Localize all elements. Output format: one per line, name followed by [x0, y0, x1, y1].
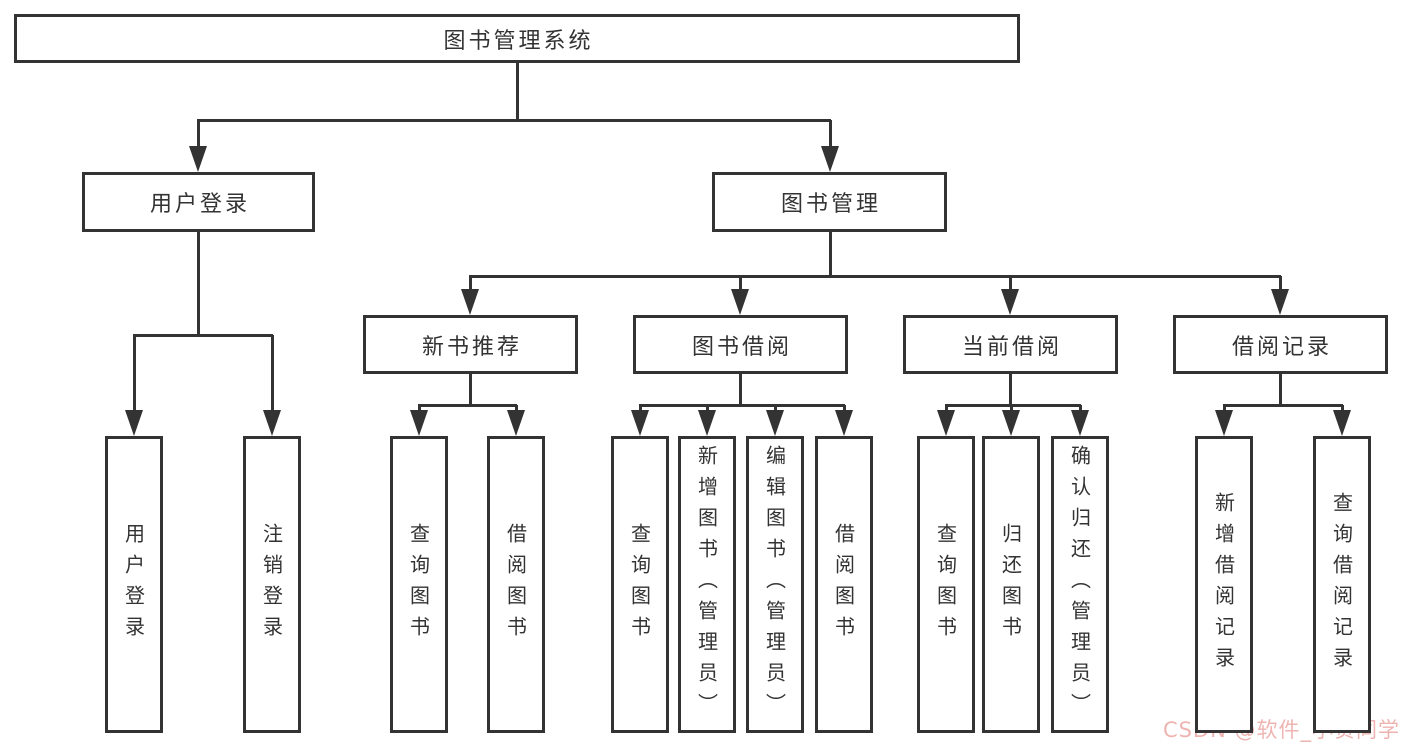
connector-line	[829, 120, 832, 150]
node-label: 注销登录	[259, 522, 284, 647]
node-label: 图书管理系统	[443, 28, 594, 54]
connector-line	[639, 405, 642, 414]
node-cb-query-book: 查询图书	[917, 436, 975, 733]
node-bb-edit-book: 编辑图书（管理员）	[746, 436, 804, 733]
node-cb-confirm-return: 确认归还（管理员）	[1051, 436, 1109, 733]
node-label: 查询图书	[406, 522, 431, 647]
arrow-down-icon	[1333, 410, 1351, 436]
node-label: 借阅图书	[831, 522, 856, 647]
connector-line	[515, 405, 518, 414]
node-label: 查询借阅记录	[1329, 491, 1354, 678]
node-label: 归还图书	[998, 522, 1023, 647]
arrow-down-icon	[1071, 410, 1089, 436]
node-label: 图书借阅	[691, 334, 792, 360]
connector-line	[469, 374, 472, 407]
node-user-login-leaf: 用户登录	[105, 436, 163, 733]
arrow-down-icon	[263, 410, 281, 436]
connector-line	[774, 405, 777, 414]
node-new-book-rec: 新书推荐	[363, 315, 578, 374]
arrow-down-icon	[835, 410, 853, 436]
node-label: 查询图书	[627, 522, 652, 647]
connector-line	[843, 405, 846, 414]
connector-line	[133, 334, 273, 337]
node-bb-borrow-book: 借阅图书	[815, 436, 873, 733]
node-book-borrow: 图书借阅	[633, 315, 848, 374]
node-rec-borrow-book: 借阅图书	[487, 436, 545, 733]
arrow-down-icon	[766, 410, 784, 436]
connector-line	[1223, 405, 1226, 414]
connector-line	[469, 275, 1281, 278]
connector-line	[1009, 374, 1012, 407]
node-label: 新增图书（管理员）	[694, 445, 719, 724]
connector-line	[1009, 276, 1012, 293]
connector-line	[1341, 405, 1344, 414]
connector-line	[469, 276, 472, 293]
connector-line	[829, 232, 832, 278]
node-label: 借阅图书	[503, 522, 528, 647]
node-root: 图书管理系统	[14, 14, 1020, 63]
node-label: 确认归还（管理员）	[1067, 445, 1092, 724]
node-rec-query-borrow-record: 查询借阅记录	[1313, 436, 1371, 733]
connector-line	[945, 405, 948, 414]
arrow-down-icon	[698, 410, 716, 436]
arrow-down-icon	[631, 410, 649, 436]
connector-line	[197, 120, 200, 150]
node-rec-add-borrow-record: 新增借阅记录	[1195, 436, 1253, 733]
connector-line	[739, 276, 742, 293]
node-user-login: 用户登录	[82, 172, 315, 232]
arrow-down-icon	[125, 410, 143, 436]
connector-line	[945, 404, 1081, 407]
node-cb-return-book: 归还图书	[982, 436, 1040, 733]
connector-line	[1079, 405, 1082, 414]
arrow-down-icon	[507, 410, 525, 436]
node-current-borrow: 当前借阅	[903, 315, 1118, 374]
arrow-down-icon	[1215, 410, 1233, 436]
arrow-down-icon	[461, 289, 479, 315]
node-label: 图书管理	[780, 192, 881, 217]
arrow-down-icon	[731, 289, 749, 315]
connector-line	[1223, 404, 1343, 407]
connector-line	[1010, 405, 1013, 414]
connector-line	[418, 405, 421, 414]
node-label: 借阅记录	[1231, 334, 1332, 360]
node-borrow-record: 借阅记录	[1173, 315, 1388, 374]
arrow-down-icon	[937, 410, 955, 436]
node-book-mgmt: 图书管理	[712, 172, 947, 232]
node-bb-query-book: 查询图书	[611, 436, 669, 733]
connector-line	[639, 404, 845, 407]
connector-line	[418, 404, 517, 407]
connector-line	[197, 119, 831, 122]
connector-line	[133, 335, 136, 414]
connector-line	[739, 374, 742, 407]
node-rec-query-book: 查询图书	[390, 436, 448, 733]
node-logout-leaf: 注销登录	[243, 436, 301, 733]
connector-line	[1279, 276, 1282, 293]
node-label: 查询图书	[933, 522, 958, 647]
node-label: 用户登录	[121, 522, 146, 647]
connector-line	[1279, 374, 1282, 407]
node-label: 用户登录	[149, 192, 250, 217]
connector-line	[271, 335, 274, 414]
node-label: 新增借阅记录	[1211, 491, 1236, 678]
arrow-down-icon	[410, 410, 428, 436]
node-label: 编辑图书（管理员）	[762, 445, 787, 724]
arrow-down-icon	[189, 146, 207, 172]
arrow-down-icon	[1002, 410, 1020, 436]
connector-line	[197, 232, 200, 337]
connector-line	[516, 62, 519, 122]
node-bb-add-book: 新增图书（管理员）	[678, 436, 736, 733]
arrow-down-icon	[1271, 289, 1289, 315]
connector-line	[706, 405, 709, 414]
arrow-down-icon	[1001, 289, 1019, 315]
node-label: 新书推荐	[421, 334, 522, 360]
node-label: 当前借阅	[961, 334, 1062, 360]
arrow-down-icon	[821, 146, 839, 172]
